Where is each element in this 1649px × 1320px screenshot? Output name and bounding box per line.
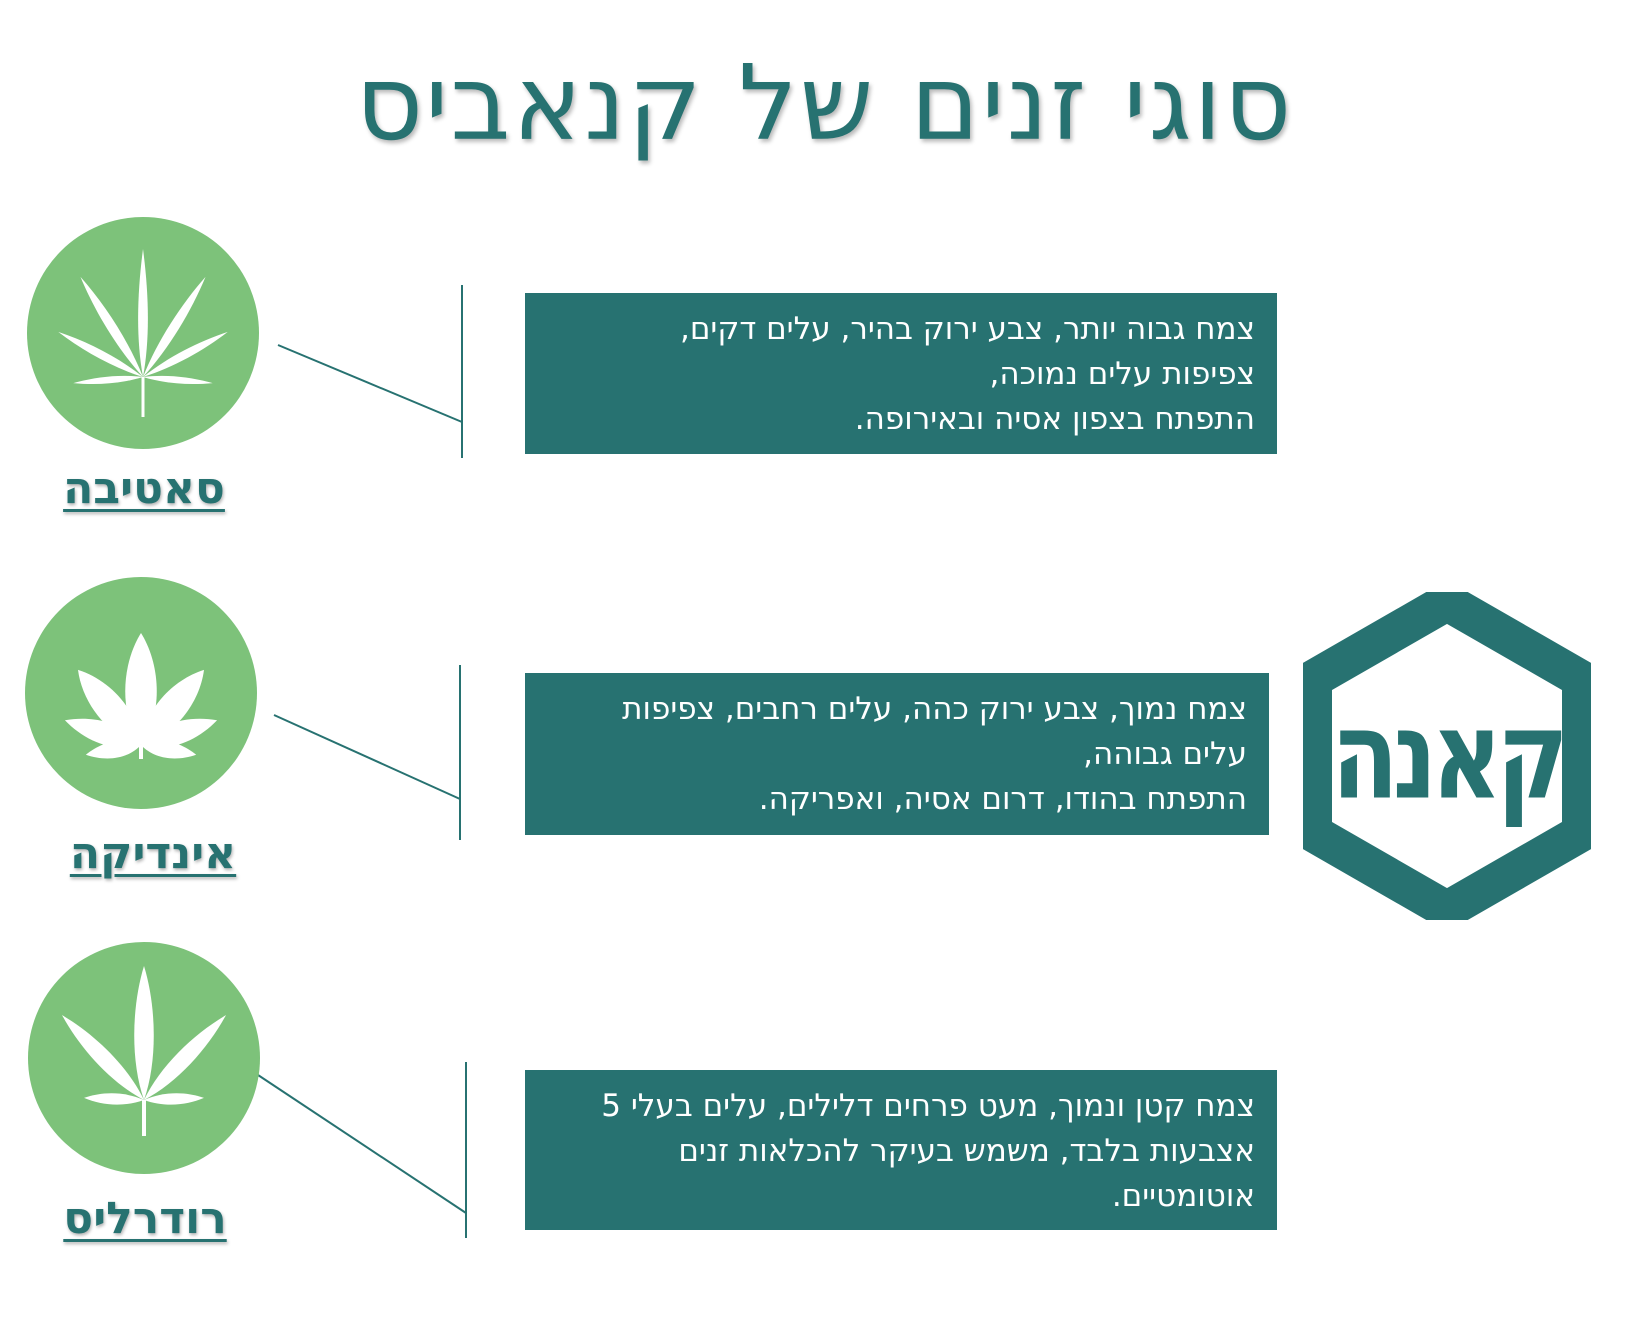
sativa-leaf-icon [27,217,259,449]
hexagon-logo-icon: קאנה [1303,592,1591,920]
strain-name[interactable]: סאטיבה [63,463,225,514]
description-line: צפיפות עלים נמוכה, [989,356,1255,392]
page-title: סוגי זנים של קנאביס [355,42,1294,164]
strain-name[interactable]: רודרליס [63,1193,227,1244]
description-line: התפתח בהודו, דרום אסיה, ואפריקה. [758,781,1247,817]
logo-text: קאנה [1331,684,1568,828]
ruderalis-leaf-icon [28,942,260,1174]
description-line: אוטומטיים. [1111,1178,1255,1214]
description-line: צמח קטן ונמוך, מעט פרחים דלילים, עלים בע… [601,1088,1255,1124]
description-box: צמח קטן ונמוך, מעט פרחים דלילים, עלים בע… [525,1070,1277,1230]
description-box: צמח נמוך, צבע ירוק כהה, עלים רחבים, צפיפ… [525,673,1269,835]
strain-name[interactable]: אינדיקה [69,828,237,879]
description-box: צמח גבוה יותר, צבע ירוק בהיר, עלים דקים,… [525,293,1277,454]
description-line: צמח גבוה יותר, צבע ירוק בהיר, עלים דקים, [679,311,1255,347]
description-line: התפתח בצפון אסיה ובאירופה. [854,401,1255,437]
strain-sativa: סאטיבה צמח גבוה יותר, צבע ירוק בהיר, עלי… [0,205,1649,565]
strain-ruderalis: רודרליס צמח קטן ונמוך, מעט פרחים דלילים,… [0,930,1649,1290]
description-line: עלים גבוהה, [1083,736,1247,772]
description-line: אצבעות בלבד, משמש בעיקר להכלאות זנים [678,1133,1255,1169]
strain-indica: אינדיקה צמח נמוך, צבע ירוק כהה, עלים רחב… [0,565,1649,925]
indica-leaf-icon [25,577,257,809]
description-line: צמח נמוך, צבע ירוק כהה, עלים רחבים, צפיפ… [622,691,1247,727]
